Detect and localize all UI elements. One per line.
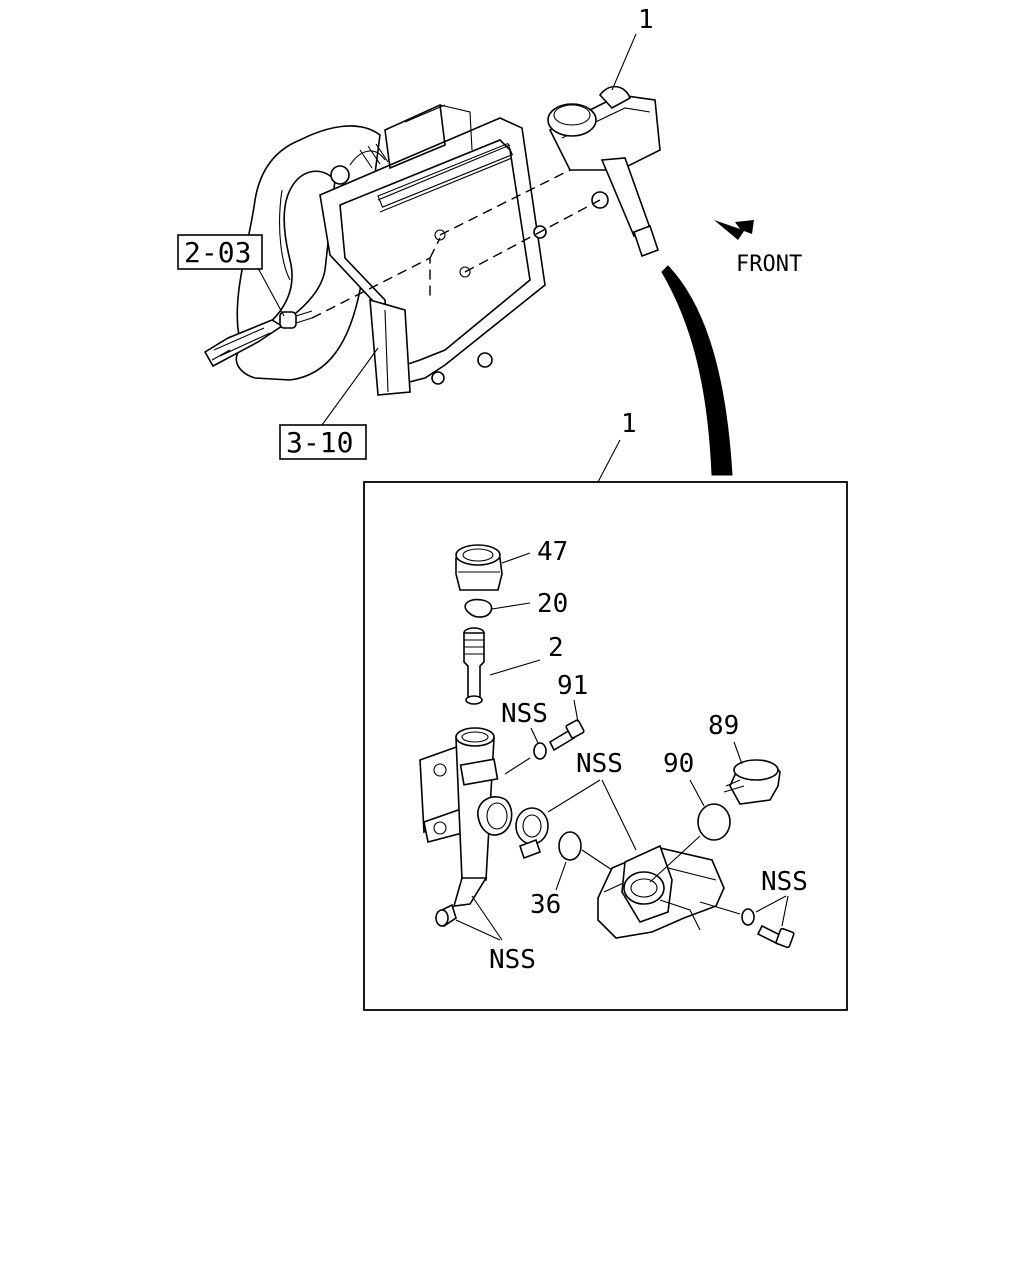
front-arrow-icon [714,220,754,240]
callout-20: 20 [537,589,568,619]
callout-nss-washer: NSS [501,699,548,729]
reservoir-assembly-top [547,85,661,258]
washer-nss-right [741,908,755,926]
leader-nss-right-b [781,895,789,927]
leader-90 [689,779,705,807]
callout-2: 2 [548,633,564,663]
leader-90-to-tank [649,835,701,883]
front-direction-label: FRONT [736,252,802,277]
leader-nss-bottom-a [455,919,501,941]
snap-ring-20 [464,598,493,618]
leader-47 [501,552,531,564]
leader-detail-assembly [597,439,621,483]
cap-47 [455,544,503,591]
washer-nss [533,742,547,760]
callout-nss-bottom: NSS [489,945,536,975]
callout-91: 91 [557,671,588,701]
leader-tank-washer [699,901,741,915]
callout-90: 90 [663,749,694,779]
leader-2 [489,659,541,676]
o-ring-90 [697,803,731,841]
callout-nss-clamp: NSS [576,749,623,779]
callout-36: 36 [530,890,561,920]
leader-nss-clamp-b [601,779,637,851]
bolt-nss-right [756,924,795,949]
detail-box [363,481,848,1011]
leader-36 [555,861,567,891]
leader-89 [733,741,743,765]
bolt-91 [548,719,585,752]
pedal-bracket-assembly [203,103,609,396]
leader-top-assembly [611,33,637,91]
cap-89 [723,759,781,805]
ref-box-2-03[interactable]: 2-03 [177,234,263,270]
svg-text:2-03: 2-03 [184,236,251,269]
callout-top-assembly: 1 [638,5,654,35]
reservoir-pipe-body [419,727,513,928]
reservoir-tank [597,844,725,939]
callout-detail-assembly: 1 [621,409,637,439]
callout-47: 47 [537,537,568,567]
hose-clamp-nss [515,807,549,860]
leader-nss-washer [530,727,539,744]
leader-36-to-tank [581,849,613,871]
leader-nss-clamp-a [547,779,601,813]
leader-2-03 [257,267,285,317]
shaft-2 [463,627,485,705]
o-ring-36 [558,831,582,861]
leader-20 [491,602,531,610]
svg-text:3-10: 3-10 [286,426,353,459]
leader-3-10 [321,347,379,426]
leader-body-washer [504,757,531,775]
ref-box-3-10[interactable]: 3-10 [279,424,367,460]
leader-nss-right-a [755,895,787,913]
callout-nss-right: NSS [761,867,808,897]
leader-91 [573,699,579,723]
leader-nss-bottom-b [471,895,503,941]
callout-89: 89 [708,711,739,741]
detail-pointer-arrow [661,265,733,476]
